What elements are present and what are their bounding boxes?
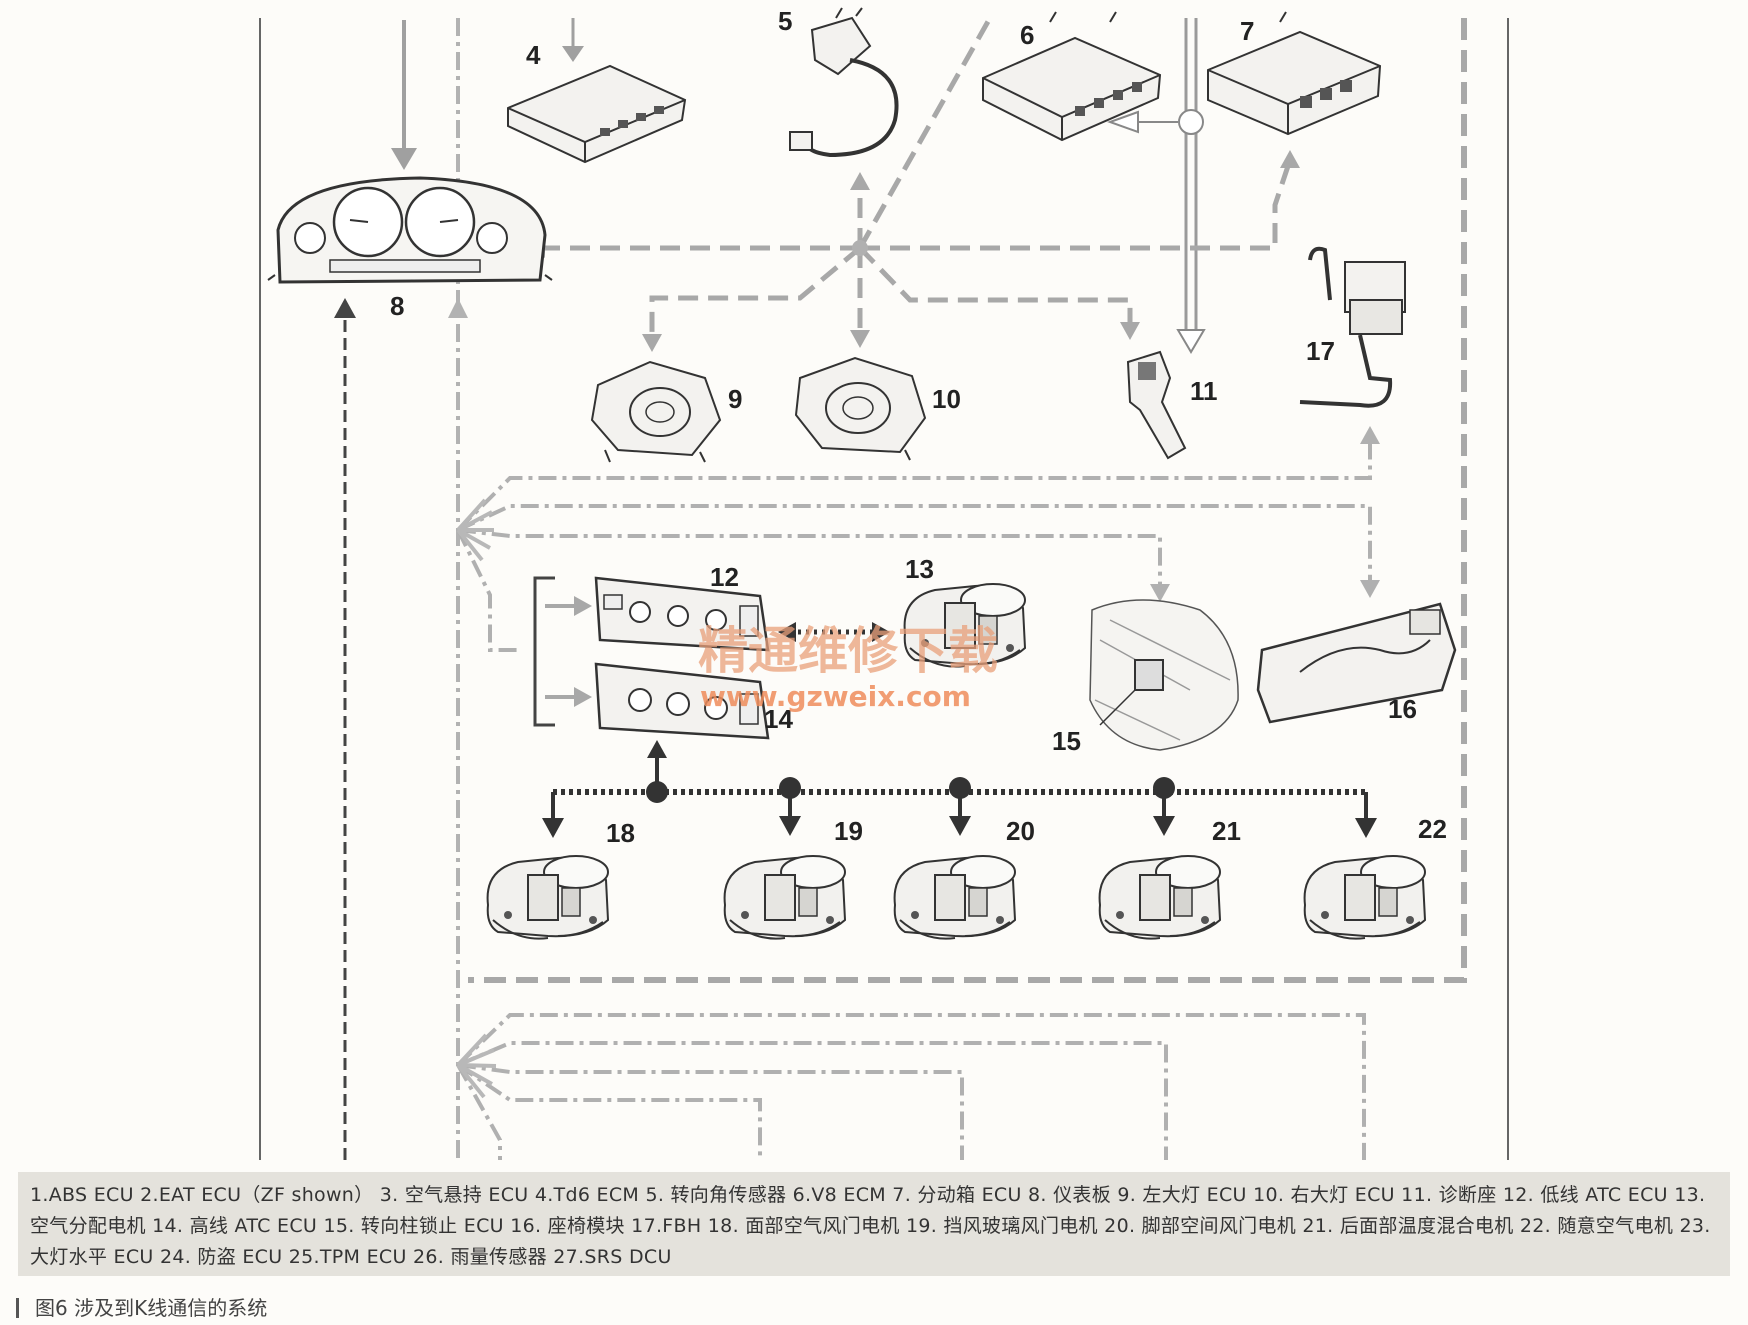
rear-face-temperature-blend-motor-component: [1098, 855, 1221, 940]
label-19: 19: [834, 816, 863, 846]
label-16: 16: [1388, 694, 1417, 724]
caption-text: 图6 涉及到K线通信的系统: [35, 1296, 268, 1320]
label-20: 20: [1006, 816, 1035, 846]
label-14: 14: [764, 704, 793, 734]
watermark-url: www.gzweix.com: [700, 680, 971, 713]
high-line-atc-ecu-component: [594, 662, 770, 740]
label-6: 6: [1020, 20, 1034, 50]
right-headlamp-ecu-component: [794, 356, 927, 461]
label-12: 12: [710, 562, 739, 592]
windscreen-flap-motor-component: [723, 855, 846, 940]
fbh-component: [1299, 246, 1406, 408]
figure-caption: 图6 涉及到K线通信的系统: [16, 1292, 267, 1321]
label-9: 9: [728, 384, 742, 414]
legend: 1.ABS ECU 2.EAT ECU（ZF shown） 3. 空气悬持 EC…: [18, 1172, 1730, 1276]
transfer-box-ecu-component: [1207, 11, 1382, 136]
label-13: 13: [905, 554, 934, 584]
steering-column-lock-ecu-component: [1089, 599, 1239, 751]
v8-ecm-component: [982, 11, 1162, 142]
label-5: 5: [778, 6, 792, 36]
label-7: 7: [1240, 16, 1254, 46]
label-4: 4: [526, 40, 541, 70]
label-10: 10: [932, 384, 961, 414]
label-18: 18: [606, 818, 635, 848]
recirculation-air-motor-component: [1303, 855, 1426, 940]
label-11: 11: [1190, 376, 1218, 406]
watermark-text: 精通维修下载: [698, 621, 998, 680]
low-line-atc-ecu-component: [594, 576, 770, 652]
seat-module-component: [1256, 602, 1457, 724]
steering-angle-sensor-component: [789, 7, 899, 158]
diagnostic-socket-component: [1126, 350, 1187, 460]
label-8: 8: [390, 291, 404, 321]
td6-ecm-component: [507, 64, 687, 164]
label-17: 17: [1306, 336, 1335, 366]
label-22: 22: [1418, 814, 1447, 844]
instrument-cluster-component: [267, 176, 553, 284]
component-labels: 4 5 6 7 8 9 10 11 12 13 14 15 16 17 18 1…: [390, 6, 1447, 848]
left-headlamp-ecu-component: [590, 360, 722, 463]
label-21: 21: [1212, 816, 1241, 846]
caption-marker: [16, 1298, 19, 1318]
footwell-flap-motor-component: [893, 855, 1016, 940]
label-15: 15: [1052, 726, 1081, 756]
face-air-flap-motor-component: [486, 855, 609, 940]
k-line-system-diagram: 4 5 6 7 8 9 10 11 12 13 14 15 16 17 18 1…: [259, 6, 1509, 1160]
